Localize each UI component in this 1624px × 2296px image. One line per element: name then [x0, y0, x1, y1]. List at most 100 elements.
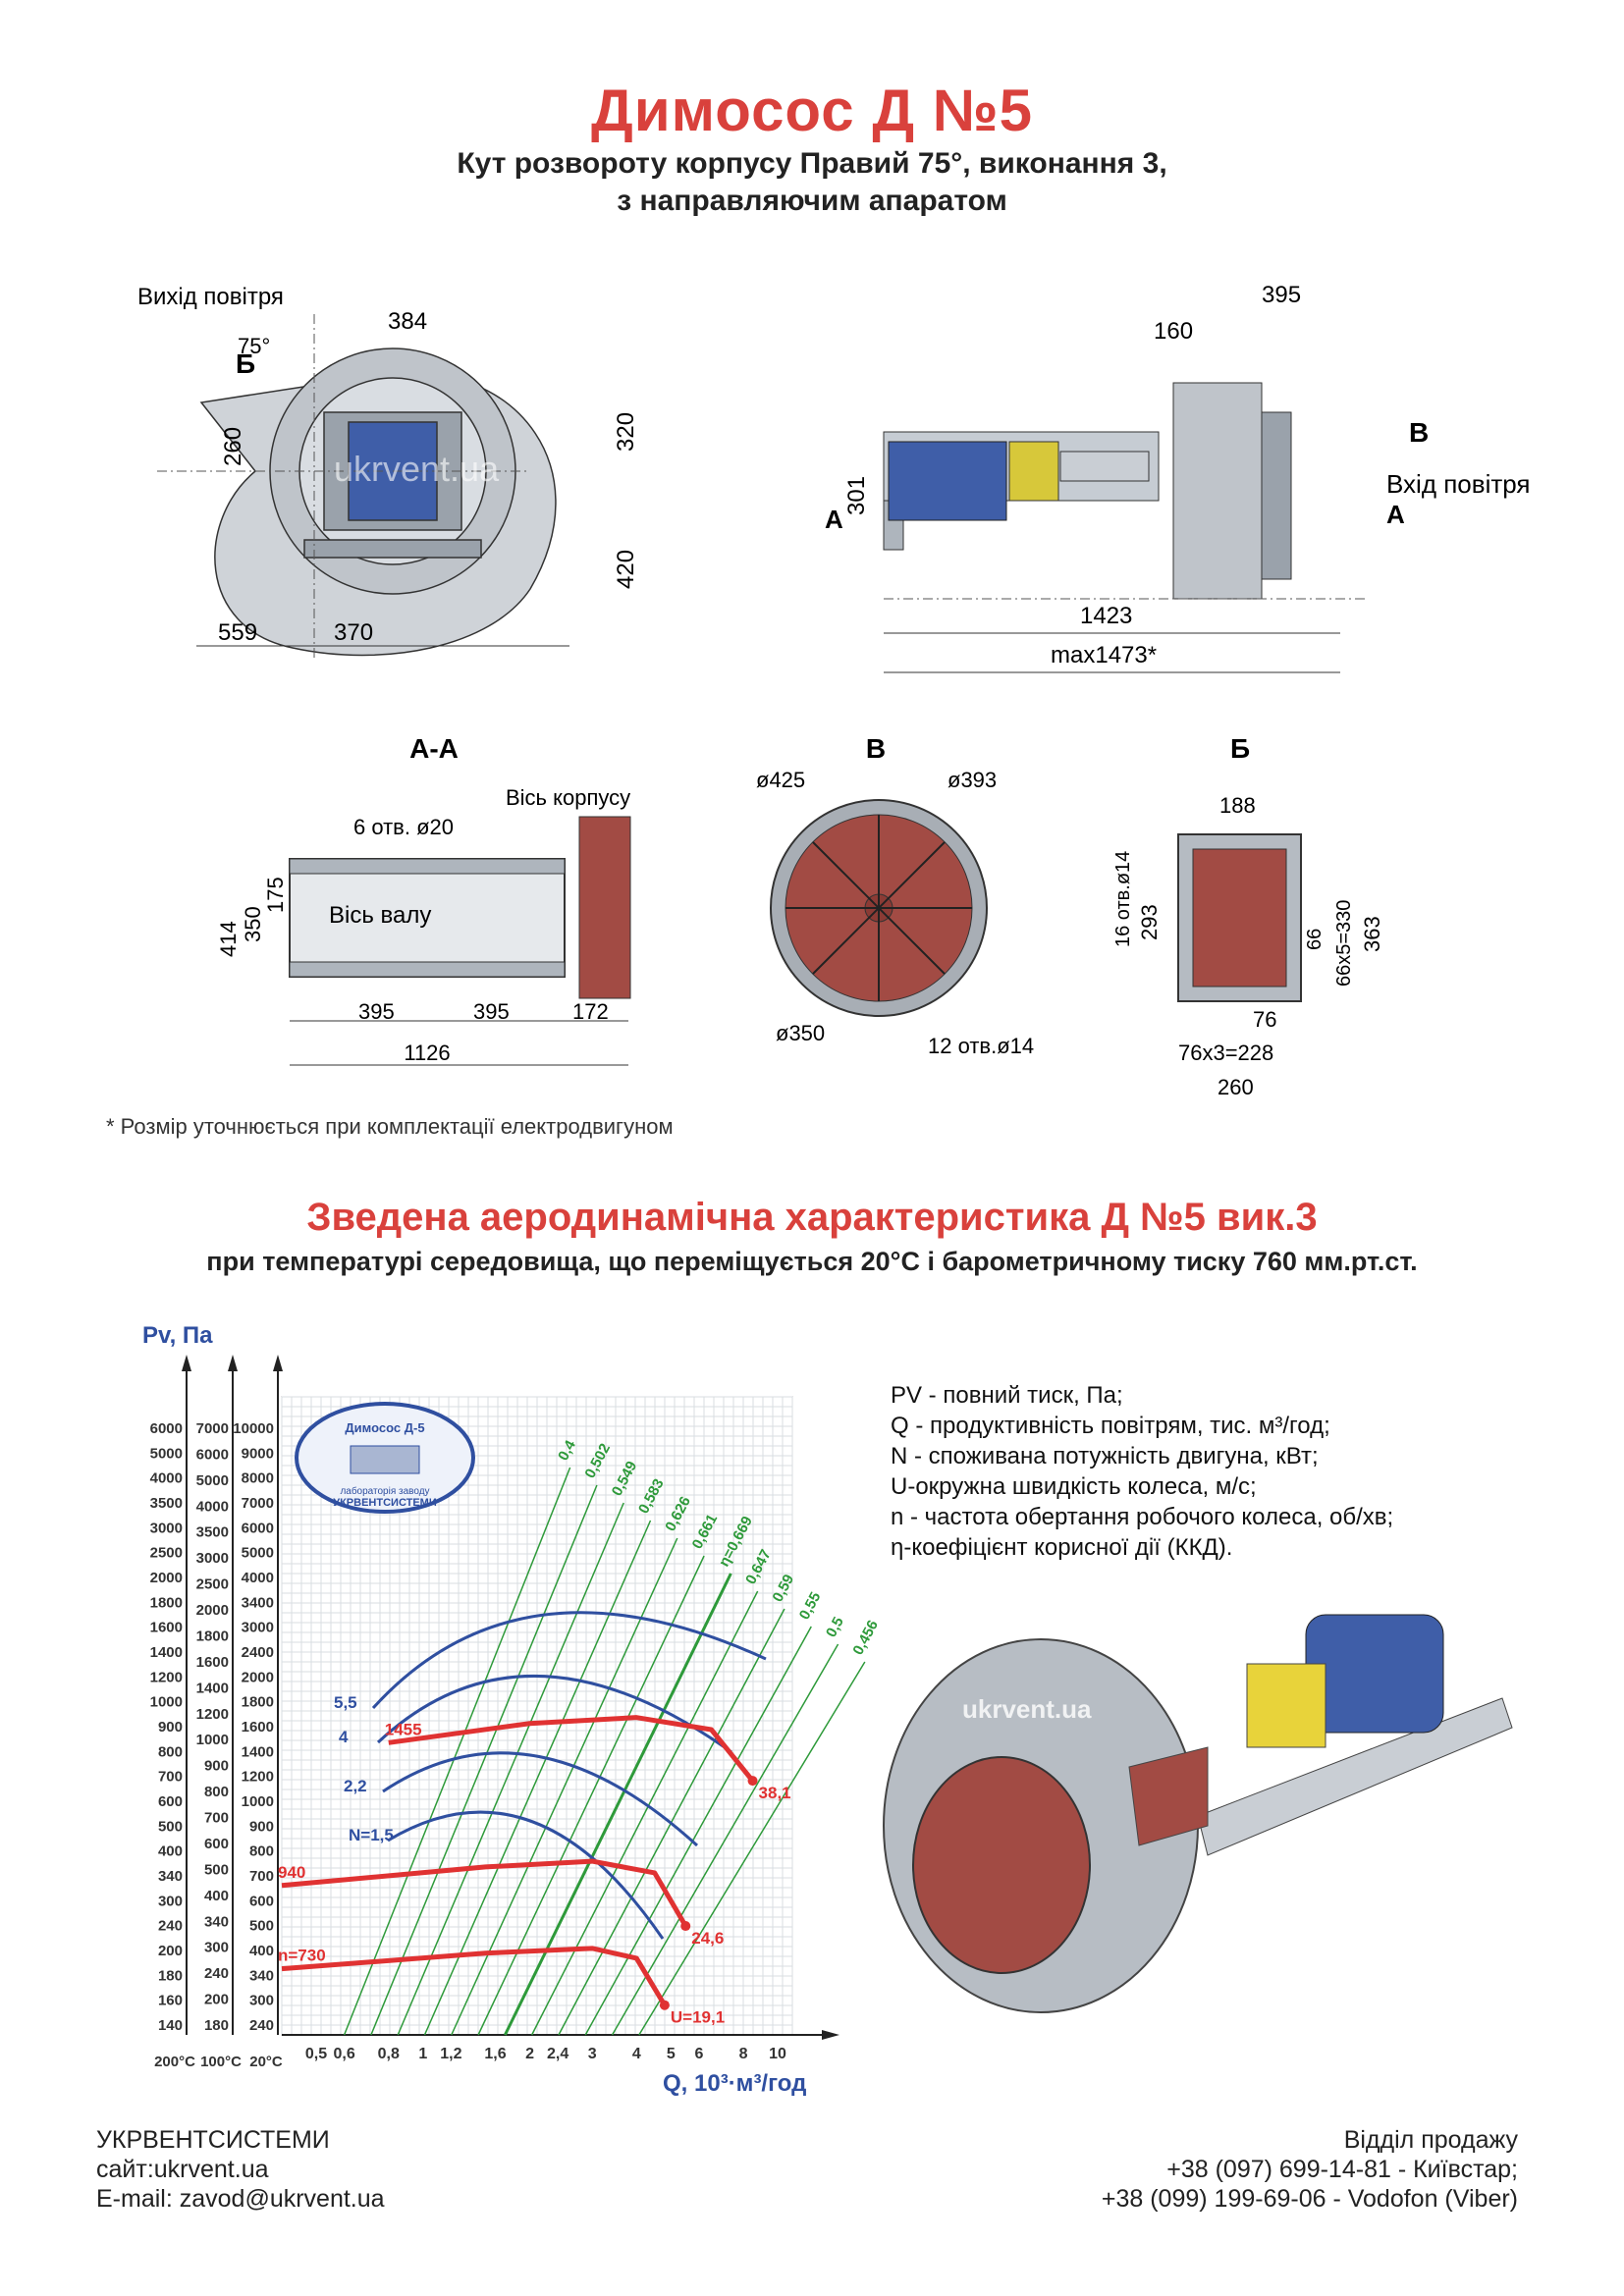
dim-420: 420	[613, 550, 639, 589]
fan-outlet-shape	[1128, 1746, 1209, 1846]
badge-line3: УКРВЕНТСИСТЕМИ	[333, 1497, 437, 1509]
y-tick-label: 1200	[242, 1769, 274, 1786]
fan-curve	[281, 1946, 668, 2006]
y-tick-label: 8000	[242, 1470, 274, 1487]
y-tick-label: 1600	[150, 1620, 183, 1636]
y-tick-label: 3000	[150, 1520, 183, 1536]
x-tick-label: 0,5	[305, 2046, 327, 2062]
y-tick-label: 240	[158, 1918, 183, 1935]
chart-badge: Димосос Д-5 лабораторія заводу УКРВЕНТСИ…	[295, 1402, 475, 1514]
page-subtitle-line1: Кут розвороту корпусу Правий 75°, викона…	[457, 147, 1167, 180]
power-curve-label: 2,2	[344, 1777, 367, 1795]
motor-shape	[1305, 1614, 1444, 1734]
y-tick-label: 700	[204, 1810, 229, 1827]
y-tick-label: 180	[158, 1967, 183, 1984]
y-tick-label: 3400	[242, 1594, 274, 1611]
section-b-drawing: Б 188 16 отв.ø14 293 66 66х5=330 363 76 …	[1112, 733, 1384, 1099]
y-tick-label: 240	[249, 2017, 274, 2034]
dim-293: 293	[1137, 904, 1162, 940]
y-tick-label: 7000	[196, 1420, 229, 1437]
x-tick-label: 6	[694, 2046, 703, 2062]
y-tick-label: 400	[249, 1943, 274, 1959]
y-tick-label: 180	[204, 2017, 229, 2034]
y-tick-label: 140	[158, 2017, 183, 2034]
fan-curve-u-label: 38,1	[759, 1784, 791, 1802]
shaft-axis-label: Вісь валу	[329, 902, 431, 929]
y-tick-label: 7000	[242, 1495, 274, 1512]
y-tick-label: 6000	[150, 1420, 183, 1437]
y-tick-label: 800	[249, 1843, 274, 1860]
dim-1423: 1423	[1080, 603, 1132, 629]
section-b-title: Б	[1230, 733, 1250, 764]
y-tick-label: 1400	[196, 1680, 229, 1696]
y-temp-label: 20°C	[249, 2054, 283, 2070]
y-temp-label: 100°C	[200, 2054, 242, 2070]
dim-350: 350	[241, 906, 265, 942]
y-tick-label: 200	[204, 1992, 229, 2008]
section-a-marker-right: А	[1386, 500, 1405, 529]
footer-phone-1[interactable]: +38 (097) 699-14-81 - Київстар;	[1166, 2156, 1518, 2183]
dim-384: 384	[388, 308, 427, 335]
y-tick-label: 500	[158, 1818, 183, 1835]
x-tick-label: 8	[739, 2046, 748, 2062]
angle-label: 75°	[238, 334, 270, 358]
power-curve-label: 4	[339, 1728, 349, 1746]
y-tick-label: 600	[249, 1893, 274, 1909]
dim-395: 395	[1262, 282, 1301, 308]
dim-16-holes: 16 отв.ø14	[1112, 851, 1134, 947]
footer-site-link[interactable]: сайт:ukrvent.ua	[96, 2156, 269, 2183]
y-tick-label: 2000	[242, 1669, 274, 1685]
y-tick-label: 2500	[150, 1545, 183, 1562]
dim-76: 76	[1253, 1007, 1276, 1032]
x-tick-label: 2,4	[547, 2046, 568, 2062]
footer-sales: Відділ продажу	[1343, 2126, 1518, 2154]
y-tick-label: 3500	[196, 1524, 229, 1541]
y-tick-label: 1000	[196, 1732, 229, 1748]
y-tick-label: 1200	[196, 1706, 229, 1723]
efficiency-label: 0,55	[796, 1589, 825, 1623]
power-curve	[387, 1810, 665, 1940]
y-tick-label: 4000	[150, 1470, 183, 1487]
watermark: ukrvent.ua	[334, 449, 500, 489]
y-tick-label: 500	[204, 1861, 229, 1878]
legend-item-q: Q - продуктивність повітрям, тис. м³/год…	[891, 1413, 1330, 1439]
y-tick-label: 2500	[196, 1576, 229, 1593]
efficiency-line	[504, 1573, 732, 2036]
efficiency-line	[531, 1590, 759, 2036]
y-tick-label: 300	[204, 1940, 229, 1956]
section-b-marker: Б	[236, 348, 255, 379]
efficiency-line	[611, 1643, 839, 2036]
footer-email-link[interactable]: E-mail: zavod@ukrvent.ua	[96, 2185, 385, 2213]
power-curve	[376, 1674, 732, 1754]
x-tick-label: 0,8	[378, 2046, 400, 2062]
page-title: Димосос Д №5	[590, 78, 1034, 143]
aero-title: Зведена аеродинамічна характеристика Д №…	[306, 1196, 1318, 1239]
fan-curve-endpoint	[659, 2000, 670, 2010]
holes-label: 6 отв. ø20	[353, 815, 454, 839]
y-tick-label: 1000	[242, 1793, 274, 1810]
x-tick-label: 1,6	[484, 2046, 506, 2062]
fan-curve	[388, 1715, 755, 1783]
y-tick-label: 400	[158, 1843, 183, 1860]
dim-301: 301	[843, 476, 870, 515]
footer-left: УКРВЕНТСИСТЕМИ сайт:ukrvent.ua E-mail: z…	[96, 2125, 385, 2214]
section-v-drawing: В ø425 ø393 ø350 12 отв.ø14	[756, 733, 1034, 1058]
y-tick-label: 700	[249, 1868, 274, 1885]
fan-curve-rpm-label: 940	[278, 1863, 305, 1882]
fan-curve-endpoint	[747, 1776, 758, 1787]
dim-395-b: 395	[473, 999, 510, 1024]
y-tick-label: 1600	[196, 1654, 229, 1671]
y-tick-label: 3000	[196, 1550, 229, 1567]
y-tick-label: 340	[158, 1868, 183, 1885]
y-axis-arrow	[273, 1355, 283, 1371]
x-tick-label: 1,2	[440, 2046, 461, 2062]
dim-d350: ø350	[776, 1021, 825, 1045]
footer-phone-2[interactable]: +38 (099) 199-69-06 - Vodofon (Viber)	[1101, 2185, 1518, 2213]
y-axis-arrow	[228, 1355, 238, 1371]
air-outlet-label: Вихід повітря	[137, 284, 284, 310]
chart-xlabel: Q, 10³·м³/год	[663, 2070, 806, 2097]
y-tick-label: 900	[249, 1818, 274, 1835]
side-view-drawing: 395 160 301 1423 max1473* В Вхід повітря…	[825, 282, 1531, 673]
fan-curve-u-label: 24,6	[691, 1929, 724, 1948]
